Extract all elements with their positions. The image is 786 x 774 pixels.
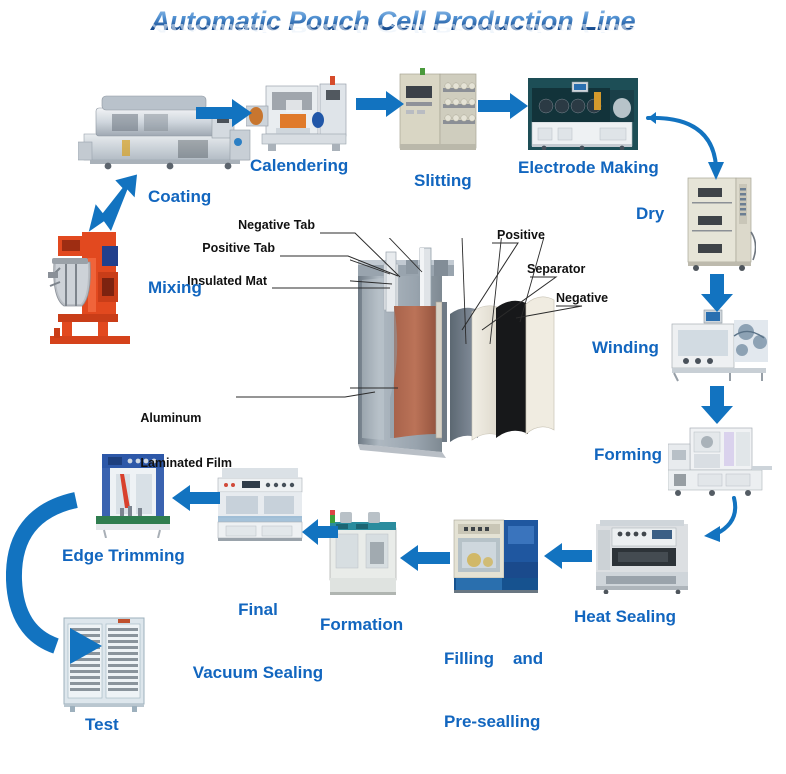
page-title: Automatic Pouch Cell Production Line <box>0 6 786 37</box>
machine-forming <box>668 424 772 498</box>
machine-electrode-making <box>528 78 638 150</box>
callout-insulated-mat: Insulated Mat <box>187 274 267 288</box>
machine-winding <box>670 306 770 382</box>
callout-negative: Negative <box>556 291 609 305</box>
callout-aluminum-line1: Aluminum <box>140 411 202 425</box>
machine-edge-trimming <box>94 452 172 538</box>
machine-calendering <box>246 70 362 152</box>
filling-presealling-line1: Filling and <box>444 649 544 668</box>
final-vacuum-sealing-line2: Vacuum Sealing <box>192 663 324 682</box>
machine-mixing <box>40 228 140 346</box>
machine-slitting <box>398 66 478 152</box>
arrow-forming-to-heat-sealing <box>690 496 750 546</box>
arrow-formation-to-final-vacuum-sealing <box>302 518 338 546</box>
step-label-forming: Forming <box>594 445 662 464</box>
callout-positive-tab: Positive Tab <box>202 241 275 255</box>
step-label-test: Test <box>85 715 119 734</box>
step-label-mixing: Mixing <box>148 278 202 297</box>
step-label-heat-sealing: Heat Sealing <box>574 607 677 626</box>
machine-dry <box>684 176 756 272</box>
step-label-dry: Dry <box>636 204 665 223</box>
arrow-mixing-to-coating <box>82 168 142 236</box>
step-label-final-vacuum-sealing: Final Vacuum Sealing <box>178 557 338 725</box>
production-line-diagram: Automatic Pouch Cell Production Line Aut… <box>0 6 786 734</box>
step-label-formation: Formation <box>320 615 404 634</box>
callout-positive: Positive <box>497 228 545 242</box>
arrow-final-vacuum-sealing-to-edge-trimming <box>172 484 220 512</box>
machine-coating <box>78 80 258 170</box>
final-vacuum-sealing-line1: Final <box>238 600 278 619</box>
arrow-edge-trimming-to-test <box>5 480 136 666</box>
arrow-electrode-making-to-dry <box>634 100 738 188</box>
filling-presealling-line2: Pre-sealling <box>444 712 541 731</box>
step-label-calendering: Calendering <box>250 156 349 175</box>
pouch-cell-cutaway-diagram <box>238 223 600 464</box>
step-label-electrode-making: Electrode Making <box>518 158 659 177</box>
machine-final-vacuum-sealing <box>216 464 304 542</box>
callout-aluminum-laminated-film: Aluminum Laminated Film <box>140 381 232 501</box>
step-label-winding: Winding <box>592 338 659 357</box>
arrow-winding-to-forming <box>700 386 734 424</box>
step-label-filling-presealling: Filling and Pre-sealling <box>444 606 543 774</box>
arrow-slitting-to-electrode-making <box>478 92 528 120</box>
arrow-dry-to-winding <box>700 274 734 312</box>
arrow-calendering-to-slitting <box>356 90 404 118</box>
arrow-coating-to-calendering <box>196 98 252 128</box>
machine-heat-sealing <box>594 516 690 594</box>
step-label-edge-trimming: Edge Trimming <box>62 546 185 565</box>
step-label-coating: Coating <box>148 187 212 206</box>
callout-negative-tab: Negative Tab <box>238 218 315 232</box>
arrow-heat-sealing-to-filling <box>544 542 592 570</box>
callout-aluminum-line2: Laminated Film <box>140 456 232 470</box>
machine-filling-presealling <box>452 516 540 594</box>
arrow-filling-to-formation <box>400 544 450 572</box>
machine-formation <box>326 510 400 596</box>
callout-separator: Separator <box>527 262 586 276</box>
step-label-slitting: Slitting <box>414 171 472 190</box>
